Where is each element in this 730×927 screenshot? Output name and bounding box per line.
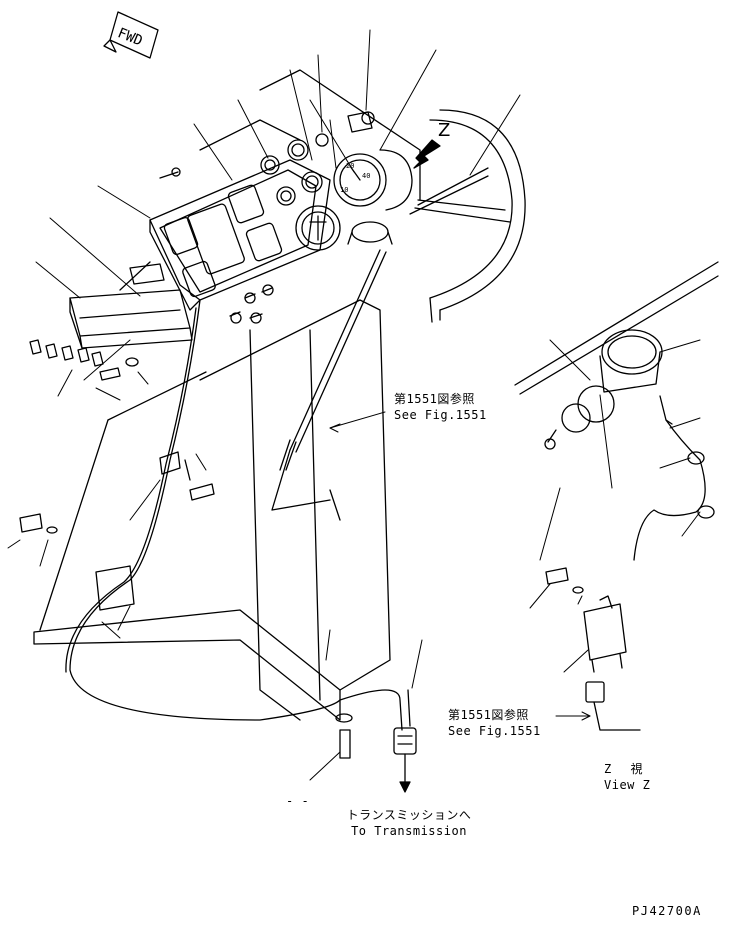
steering-column <box>33 299 391 721</box>
view-z-caption-en: View Z <box>604 778 651 792</box>
dash-mark: - - <box>286 794 310 808</box>
view-z-caption-jp: Z 視 <box>604 762 649 776</box>
wiring-harness <box>19 299 417 793</box>
view-z-inset <box>514 261 719 731</box>
reference-bottom-jp: 第1551図参照 <box>448 708 529 722</box>
svg-text:40: 40 <box>362 172 370 180</box>
fwd-badge: FWD <box>103 11 159 59</box>
fuse-box-assembly <box>29 261 193 381</box>
svg-text:10: 10 <box>340 186 348 194</box>
reference-left-en: See Fig.1551 <box>394 408 487 422</box>
destination-jp: トランスミッションへ <box>346 808 472 822</box>
steering-wheel <box>409 109 526 323</box>
instrument-panel: 20 40 10 <box>149 69 421 324</box>
drawing-code: PJ42700A <box>632 904 702 918</box>
cable-rod <box>271 249 387 511</box>
leader-lines <box>7 29 701 781</box>
destination-en: To Transmission <box>351 824 467 838</box>
view-arrow-letter: Z <box>438 120 451 141</box>
reference-left-jp: 第1551図参照 <box>394 392 475 406</box>
reference-bottom-en: See Fig.1551 <box>448 724 541 738</box>
view-z-arrow <box>413 139 441 169</box>
